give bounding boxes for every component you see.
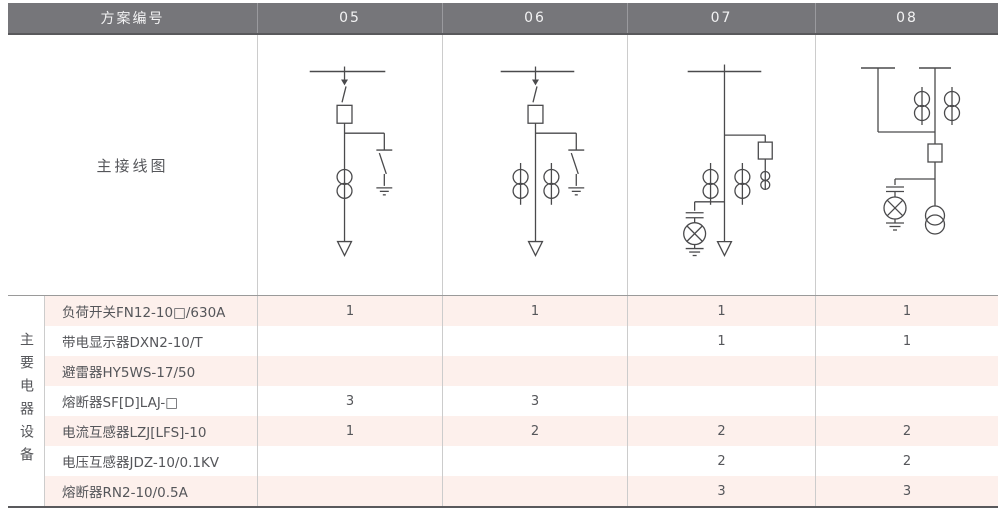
quantity-cell	[816, 356, 998, 386]
quantity-cell	[628, 356, 816, 386]
equipment-name: 带电显示器DXN2-10/T	[45, 326, 258, 356]
equipment-name: 电压互感器JDZ-10/0.1KV	[45, 446, 258, 476]
quantity-cell	[258, 326, 443, 356]
quantity-cell: 1	[258, 296, 443, 326]
header-scheme-05: 05	[258, 3, 443, 33]
scheme-08-single-line-diagram	[861, 67, 961, 235]
equipment-name: 熔断器SF[D]LAJ-□	[45, 386, 258, 416]
quantity-cell: 3	[443, 386, 628, 416]
diagram-row-label: 主接线图	[8, 35, 258, 295]
diagram-cell-07	[628, 35, 816, 295]
diagram-cell-05	[258, 35, 443, 295]
equipment-group-label: 主要电器设备	[18, 332, 34, 470]
quantity-cell: 1	[443, 296, 628, 326]
quantity-cell: 1	[902, 333, 912, 349]
quantity-cell: 1	[258, 416, 443, 446]
scheme-06-single-line-diagram	[500, 66, 585, 257]
equipment-name: 熔断器RN2-10/0.5A	[45, 476, 258, 506]
table-row: 负荷开关FN12-10□/630A 1 1 1 1	[45, 296, 998, 326]
quantity-cell: 2	[902, 453, 912, 469]
scheme-table: 方案编号 05 06 07 08 主接线图	[8, 3, 998, 508]
quantity-cell: 2	[443, 416, 628, 446]
quantity-cell: 2	[902, 423, 912, 439]
equipment-name: 负荷开关FN12-10□/630A	[45, 296, 258, 326]
diagram-cell-08	[816, 35, 998, 295]
scheme-07-single-line-diagram	[683, 64, 773, 257]
quantity-cell	[816, 386, 998, 416]
quantity-cell: 1	[628, 296, 816, 326]
equipment-name: 电流互感器LZJ[LFS]-10	[45, 416, 258, 446]
quantity-cell: 1	[902, 303, 912, 319]
equipment-section: 主要电器设备 负荷开关FN12-10□/630A 1 1 1 1 带电显示器DX…	[8, 295, 998, 508]
header-scheme-number-label: 方案编号	[8, 3, 258, 33]
quantity-cell: 3	[628, 476, 816, 506]
quantity-cell	[443, 446, 628, 476]
quantity-cell	[443, 476, 628, 506]
table-row: 避雷器HY5WS-17/50	[45, 356, 998, 386]
quantity-cell: 2	[628, 416, 816, 446]
quantity-cell: 3	[902, 483, 912, 499]
quantity-cell	[258, 356, 443, 386]
diagram-row: 主接线图	[8, 35, 998, 295]
equipment-group-label-cell: 主要电器设备	[8, 296, 45, 506]
table-row: 熔断器RN2-10/0.5A 3 3	[45, 476, 998, 506]
diagram-cell-06	[443, 35, 628, 295]
equipment-rows: 负荷开关FN12-10□/630A 1 1 1 1 带电显示器DXN2-10/T…	[45, 296, 998, 506]
table-row: 带电显示器DXN2-10/T 1 1	[45, 326, 998, 356]
quantity-cell: 1	[628, 326, 816, 356]
quantity-cell	[443, 326, 628, 356]
table-row: 电流互感器LZJ[LFS]-10 1 2 2 2	[45, 416, 998, 446]
equipment-name: 避雷器HY5WS-17/50	[45, 356, 258, 386]
quantity-cell	[628, 386, 816, 416]
quantity-cell: 2	[628, 446, 816, 476]
table-row: 电压互感器JDZ-10/0.1KV 2 2	[45, 446, 998, 476]
header-scheme-08: 08	[896, 10, 918, 26]
quantity-cell	[258, 446, 443, 476]
header-scheme-06: 06	[443, 3, 628, 33]
quantity-cell: 3	[258, 386, 443, 416]
scheme-05-single-line-diagram	[309, 66, 393, 257]
table-row: 熔断器SF[D]LAJ-□ 3 3	[45, 386, 998, 416]
quantity-cell	[443, 356, 628, 386]
quantity-cell	[258, 476, 443, 506]
table-header-row: 方案编号 05 06 07 08	[8, 3, 998, 35]
header-scheme-07: 07	[628, 3, 816, 33]
